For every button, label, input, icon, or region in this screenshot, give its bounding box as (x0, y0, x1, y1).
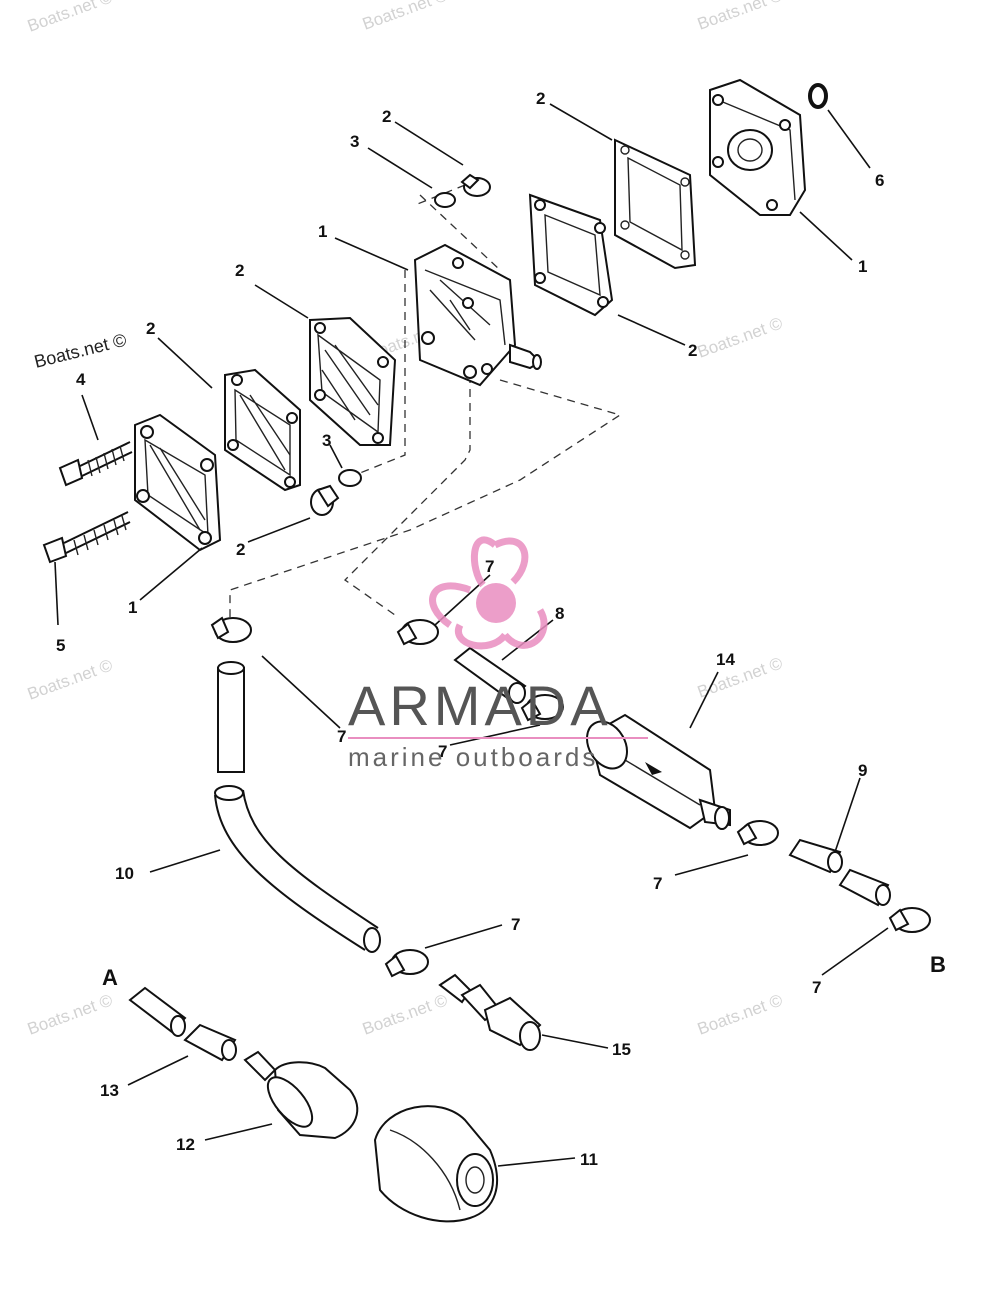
callout-2: 2 (146, 319, 155, 338)
callout-1: 1 (318, 222, 327, 241)
hose-icon (217, 661, 245, 773)
watermark: Boats.net © (360, 990, 451, 1038)
hose-icon (128, 986, 237, 1062)
watermark: Boats.net © (695, 653, 786, 701)
watermark: Boats.net © (25, 990, 116, 1038)
primer-bulb-icon (373, 1105, 499, 1223)
gasket-icon (614, 138, 697, 270)
hose-clamp-icon (210, 616, 252, 643)
fuel-filter-icon (586, 713, 731, 830)
check-valve-icon (310, 484, 340, 516)
watermark: Boats.net © (695, 313, 786, 361)
callout-11: 11 (580, 1150, 598, 1169)
callout-1: 1 (128, 598, 137, 617)
connection-point-a: A (102, 965, 118, 990)
hose-clamp-icon (736, 820, 779, 846)
callout-7: 7 (438, 742, 447, 761)
leader-lines (54, 103, 889, 1167)
callout-8: 8 (555, 604, 564, 623)
callout-9: 9 (858, 761, 867, 780)
callout-7: 7 (337, 727, 346, 746)
diaphragm-icon (309, 316, 397, 446)
callout-12: 12 (176, 1135, 195, 1154)
check-valve-top-icon (460, 173, 491, 197)
screw-4-icon (58, 441, 133, 487)
screw-5-icon (42, 511, 131, 564)
connector-icon (438, 973, 542, 1051)
callout-3: 3 (322, 431, 331, 450)
callout-6: 6 (875, 171, 884, 190)
callout-7: 7 (485, 557, 494, 576)
callout-3: 3 (350, 132, 359, 151)
callout-10: 10 (115, 864, 134, 883)
watermark: Boats.net © (695, 990, 786, 1038)
o-ring-icon (808, 83, 828, 109)
watermark-dark: Boats.net © (32, 330, 128, 372)
hose-icon (453, 646, 527, 704)
callouts: 1 1 1 2 2 2 2 2 2 3 3 4 5 6 7 7 7 7 7 7 … (56, 89, 946, 1169)
callout-2: 2 (236, 540, 245, 559)
callout-2: 2 (536, 89, 545, 108)
pump-cover-icon (709, 78, 807, 216)
pump-body-icon (413, 243, 542, 387)
gasket-icon (224, 368, 301, 492)
pump-cover-icon (134, 413, 222, 552)
callout-4: 4 (76, 370, 86, 389)
hose-icon (838, 868, 891, 907)
hose-clamp-icon (384, 949, 429, 978)
watermark: Boats.net © (695, 0, 786, 34)
hose-icon (788, 838, 843, 874)
callout-7: 7 (653, 874, 662, 893)
connection-point-b: B (930, 952, 946, 977)
diaphragm-icon (528, 193, 614, 317)
assembly-lines (229, 184, 622, 620)
logo-tagline: marine outboards (348, 742, 598, 772)
hose-clamp-icon (888, 907, 931, 933)
hose-clamp-icon (520, 694, 564, 722)
callout-5: 5 (56, 636, 65, 655)
callout-7: 7 (812, 978, 821, 997)
callout-1: 1 (858, 257, 867, 276)
callout-7: 7 (511, 915, 520, 934)
callout-2: 2 (688, 341, 697, 360)
callout-15: 15 (612, 1040, 631, 1059)
washer-icon (338, 469, 362, 487)
washer-icon (434, 192, 456, 208)
propeller-icon (429, 536, 548, 650)
callout-2: 2 (235, 261, 244, 280)
logo-brand: ARMADA (348, 674, 612, 737)
armada-logo: ARMADA marine outboards (348, 536, 648, 772)
connector-icon (243, 1050, 359, 1140)
watermark: Boats.net © (360, 0, 451, 34)
callout-14: 14 (716, 650, 735, 669)
watermark: Boats.net © (25, 655, 116, 703)
watermark: Boats.net © (25, 0, 116, 36)
callout-13: 13 (100, 1081, 119, 1100)
hose-clamp-icon (396, 619, 439, 646)
hose-icon (214, 785, 381, 953)
callout-2: 2 (382, 107, 391, 126)
